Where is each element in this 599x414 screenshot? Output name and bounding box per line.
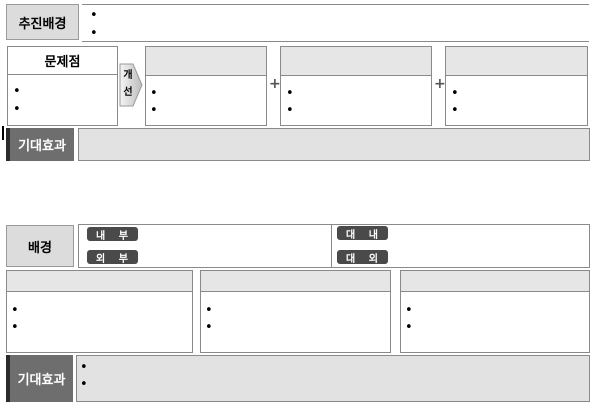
bullet: • <box>405 303 413 318</box>
detail-column-1: • • <box>6 270 193 353</box>
expected-effect-content-bottom: • • <box>76 355 590 402</box>
bullet: • <box>205 303 213 318</box>
bullet: • <box>451 86 459 101</box>
bullet: • <box>405 320 413 335</box>
bullet: • <box>90 8 98 23</box>
improvement-column-3: • • <box>445 46 588 126</box>
expected-effect-label-bottom: 기대효과 <box>6 355 73 402</box>
improvement-column-1: • • <box>145 46 267 126</box>
column-header <box>446 47 587 76</box>
bullet: • <box>80 377 88 392</box>
bullet: • <box>13 102 21 117</box>
bullet: • <box>11 303 19 318</box>
cursor-mark <box>2 126 4 140</box>
column-header <box>146 47 266 76</box>
bullet: • <box>13 84 21 99</box>
bullet: • <box>205 320 213 335</box>
bullet: • <box>90 26 98 41</box>
detail-column-2: • • <box>200 270 391 353</box>
column-header <box>201 271 390 292</box>
expected-effect-content <box>78 128 590 161</box>
detail-column-3: • • <box>400 270 590 353</box>
expected-effect-label: 기대효과 <box>6 128 74 161</box>
external-tag: 외 부 <box>87 250 138 265</box>
plus-icon: + <box>269 76 281 92</box>
column-header <box>401 271 589 292</box>
bullet: • <box>451 103 459 118</box>
internal-tag: 내 부 <box>87 227 138 242</box>
problem-box: 문제점 • • <box>7 46 118 126</box>
improvement-column-2: • • <box>280 46 432 126</box>
background-content <box>78 224 590 268</box>
push-background-label: 추진배경 <box>6 4 79 40</box>
column-header <box>7 271 192 292</box>
improve-arrow-icon <box>119 63 143 107</box>
background-divider <box>331 225 332 267</box>
push-background-content: • • <box>82 4 589 42</box>
problem-title: 문제점 <box>8 47 117 75</box>
background-label: 배경 <box>6 225 74 267</box>
bullet: • <box>150 86 158 101</box>
bullet: • <box>11 320 19 335</box>
column-header <box>281 47 431 76</box>
bullet: • <box>80 360 88 375</box>
domestic-tag: 대 내 <box>337 226 388 241</box>
bullet: • <box>286 86 294 101</box>
bullet: • <box>286 103 294 118</box>
improve-label: 개선 <box>123 70 133 98</box>
plus-icon: + <box>434 76 446 92</box>
bullet: • <box>150 103 158 118</box>
foreign-tag: 대 외 <box>337 250 388 265</box>
